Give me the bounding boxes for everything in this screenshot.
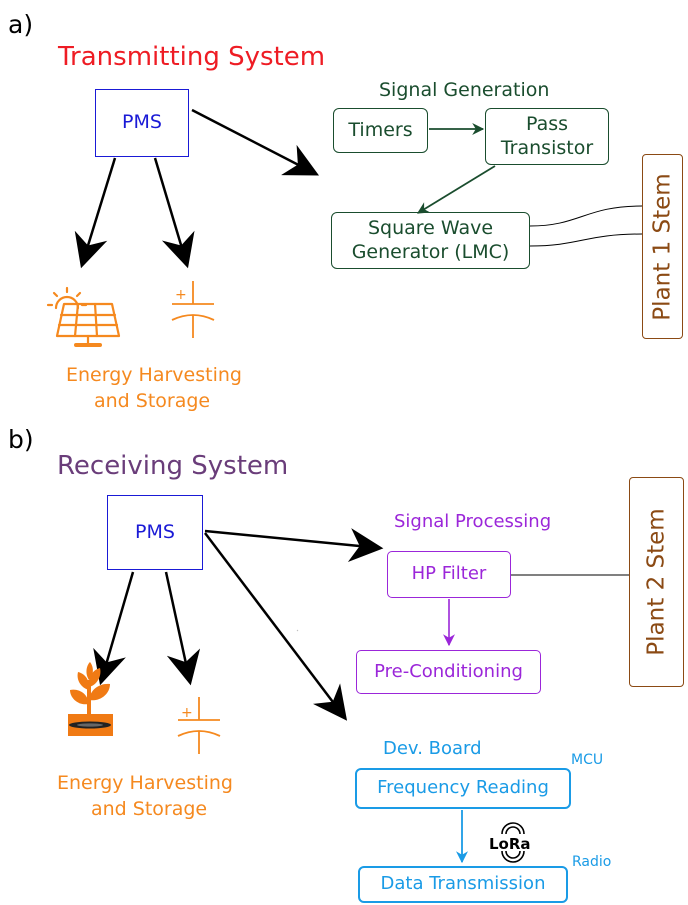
arrow-pms-to-plant-harvester <box>93 571 135 686</box>
frequency-reading-box: Frequency Reading <box>355 768 571 809</box>
pms-box-a: PMS <box>95 89 189 157</box>
plant-2-stem-label: Plant 2 Stem <box>643 508 670 656</box>
hp-filter-label: HP Filter <box>411 563 487 585</box>
lora-logo: LoRa <box>489 835 531 853</box>
capacitor-plus-b: + <box>181 705 193 721</box>
energy-harvesting-b-line2: and Storage <box>91 798 208 820</box>
pre-conditioning-box: Pre-Conditioning <box>356 650 541 694</box>
signal-generation-label: Signal Generation <box>379 79 550 101</box>
energy-harvesting-a-line1: Energy Harvesting <box>66 364 242 386</box>
stray-dot <box>296 629 299 632</box>
capacitor-icon-b <box>177 697 221 754</box>
pms-box-b: PMS <box>107 495 203 570</box>
plant-soil-icon <box>68 662 113 736</box>
solar-panel-icon <box>46 286 121 347</box>
wire-square-wave-bottom <box>529 233 643 247</box>
arrow-pms-to-signal-gen <box>191 108 320 176</box>
wire-square-wave-top <box>529 205 643 227</box>
pass-transistor-box: Pass Transistor <box>485 108 609 165</box>
pms-label-b: PMS <box>135 520 175 543</box>
panel-a-title: Transmitting System <box>58 42 326 72</box>
data-transmission-label: Data Transmission <box>380 873 546 895</box>
arrow-pms-to-capacitor-b <box>164 571 201 686</box>
hp-filter-box: HP Filter <box>387 551 511 598</box>
plant-2-stem-box: Plant 2 Stem <box>629 477 684 687</box>
pass-transistor-label: Pass Transistor <box>500 112 594 159</box>
energy-harvesting-b-line1: Energy Harvesting <box>57 772 233 794</box>
plant-1-stem-box: Plant 1 Stem <box>642 154 683 339</box>
timers-box: Timers <box>333 108 428 153</box>
panel-b-tag: b) <box>8 425 34 454</box>
panel-a-tag: a) <box>8 10 34 39</box>
lora-logo-waves <box>501 822 525 863</box>
arrow-pms-to-solar <box>74 157 117 269</box>
panel-b-connectors <box>93 528 629 864</box>
arrow-pms-to-signal-processing <box>204 528 384 562</box>
pms-label-a: PMS <box>122 111 162 134</box>
square-wave-line1: Square Wave <box>367 216 494 239</box>
panel-a-connectors <box>74 108 643 269</box>
energy-harvesting-a-line2: and Storage <box>94 390 211 412</box>
pre-conditioning-label: Pre-Conditioning <box>374 660 523 682</box>
plant-1-stem-label: Plant 1 Stem <box>649 172 676 321</box>
arrow-pms-to-capacitor <box>153 157 195 269</box>
panel-b-title: Receiving System <box>57 451 289 481</box>
capacitor-plus-a: + <box>175 287 187 303</box>
arrow-pass-transistor-to-square-wave <box>416 165 496 214</box>
signal-processing-label: Signal Processing <box>394 511 552 532</box>
arrow-pms-to-dev-board <box>204 532 348 721</box>
radio-label: Radio <box>572 854 612 870</box>
dev-board-label: Dev. Board <box>383 738 482 759</box>
mcu-label: MCU <box>571 752 604 768</box>
data-transmission-box: Data Transmission <box>358 866 568 903</box>
square-wave-line2: Generator (LMC) <box>351 240 510 263</box>
capacitor-icon <box>171 281 215 338</box>
frequency-reading-label: Frequency Reading <box>377 777 549 799</box>
square-wave-generator-box: Square Wave Generator (LMC) <box>331 212 530 269</box>
timers-label: Timers <box>348 118 413 141</box>
